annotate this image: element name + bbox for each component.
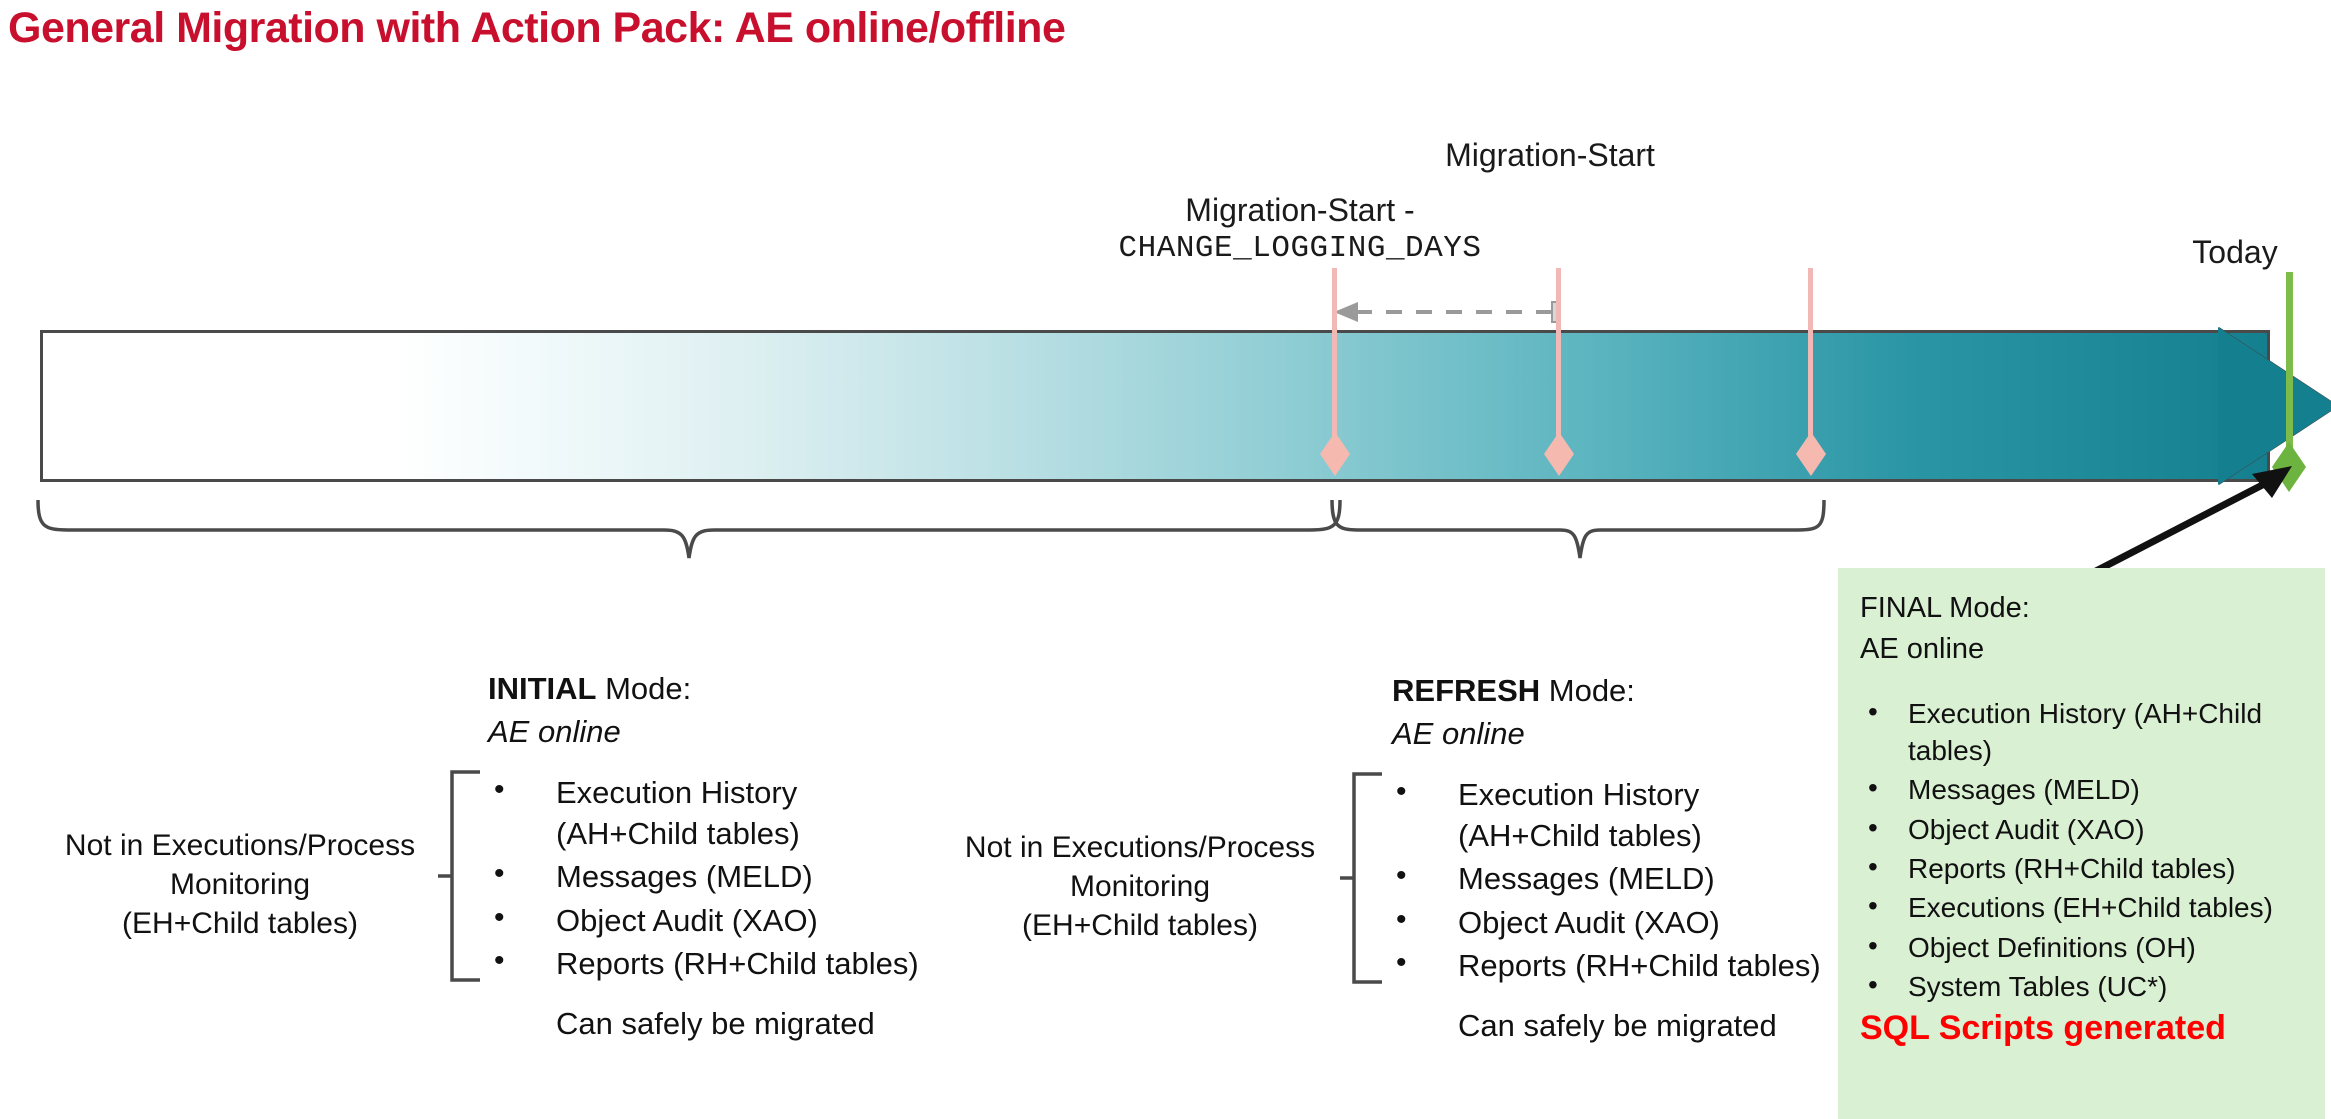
list-item: Execution History (AH+Child tables): [494, 770, 964, 854]
refresh-item-0-line1: Execution History: [1458, 777, 1700, 812]
refresh-safe-note: Can safely be migrated: [1458, 1008, 1777, 1043]
marker-line-mid: [1808, 268, 1813, 468]
refresh-left-note-line1: Not in Executions/Process: [964, 831, 1316, 864]
list-item: Messages (MELD): [494, 854, 964, 897]
list-item: Messages (MELD): [1860, 770, 2307, 808]
list-item: Object Audit (XAO): [494, 898, 964, 941]
initial-mode-suffix: Mode:: [596, 671, 692, 706]
initial-left-note: Not in Executions/Process Monitoring (EH…: [40, 826, 440, 943]
label-change-logging-days: CHANGE_LOGGING_DAYS: [1118, 231, 1482, 266]
initial-item-0-line2: (AH+Child tables): [556, 816, 800, 852]
initial-ae-state: AE online: [488, 713, 621, 749]
label-migration-start-minus: Migration-Start - CHANGE_LOGGING_DAYS: [1020, 190, 1580, 269]
label-today: Today: [2192, 234, 2278, 270]
timeline: [40, 327, 2331, 485]
refresh-items-list: Execution History (AH+Child tables) Mess…: [1396, 772, 1866, 988]
list-item: Executions (EH+Child tables): [1860, 888, 2307, 926]
initial-safe-note: Can safely be migrated: [556, 1006, 875, 1041]
initial-items-list: Execution History (AH+Child tables) Mess…: [494, 770, 964, 986]
final-sql-note: SQL Scripts generated: [1860, 1009, 2226, 1048]
initial-mode-heading: INITIAL Mode: AE online: [488, 668, 691, 754]
marker-line-migration-start: [1556, 268, 1561, 468]
list-item: Execution History (AH+Child tables): [1396, 772, 1866, 856]
final-mode-suffix: Mode:: [1941, 592, 2030, 624]
label-migration-start-minus-line1: Migration-Start -: [1185, 192, 1415, 228]
change-logging-days-span-arrow: [1334, 301, 1561, 323]
initial-mode-name: INITIAL: [488, 671, 597, 706]
list-item: Object Audit (XAO): [1860, 809, 2307, 848]
refresh-item-0-line2: (AH+Child tables): [1458, 818, 1702, 854]
final-mode-box: FINAL Mode: AE online Execution History …: [1838, 568, 2325, 1119]
timeline-arrow-head: [2218, 327, 2331, 485]
refresh-left-note-line2: Monitoring: [1069, 870, 1211, 903]
list-item: Object Definitions (OH): [1860, 928, 2307, 966]
list-item: Reports (RH+Child tables): [1396, 943, 1866, 986]
initial-item-0-line1: Execution History: [556, 775, 798, 810]
list-item: Object Audit (XAO): [1396, 900, 1866, 943]
final-items-list: Execution History (AH+Child tables) Mess…: [1860, 694, 2307, 1005]
brace-initial-span: [36, 499, 1342, 559]
final-ae-state: AE online: [1860, 633, 1985, 666]
refresh-mode-suffix: Mode:: [1540, 673, 1635, 708]
refresh-mode-name: REFRESH: [1392, 673, 1541, 708]
initial-bracket: [438, 770, 480, 982]
initial-left-note-line3: (EH+Child tables): [122, 907, 358, 940]
refresh-left-note-line3: (EH+Child tables): [1022, 909, 1258, 942]
list-item: Reports (RH+Child tables): [494, 941, 964, 984]
page-title: General Migration with Action Pack: AE o…: [8, 4, 1066, 52]
initial-left-note-line2: Monitoring: [169, 868, 311, 901]
brace-refresh-span: [1330, 499, 1826, 559]
list-item: Execution History (AH+Child tables): [1860, 694, 2307, 769]
initial-left-note-line1: Not in Executions/Process: [64, 829, 416, 862]
refresh-ae-state: AE online: [1392, 715, 1525, 751]
label-migration-start: Migration-Start: [1445, 137, 1655, 173]
marker-line-today: [2286, 272, 2293, 462]
list-item: System Tables (UC*): [1860, 967, 2307, 1005]
timeline-bar: [40, 330, 2270, 482]
final-mode-name: FINAL: [1860, 592, 1942, 624]
marker-line-migration-start-minus: [1332, 268, 1337, 468]
list-item: Reports (RH+Child tables): [1860, 849, 2307, 887]
list-item: Messages (MELD): [1396, 856, 1866, 899]
final-mode-pointer-arrow: [2092, 466, 2292, 576]
refresh-bracket: [1340, 772, 1382, 984]
final-mode-heading: FINAL Mode: AE online: [1860, 588, 2307, 670]
refresh-mode-heading: REFRESH Mode: AE online: [1392, 670, 1635, 756]
refresh-left-note: Not in Executions/Process Monitoring (EH…: [940, 828, 1340, 945]
